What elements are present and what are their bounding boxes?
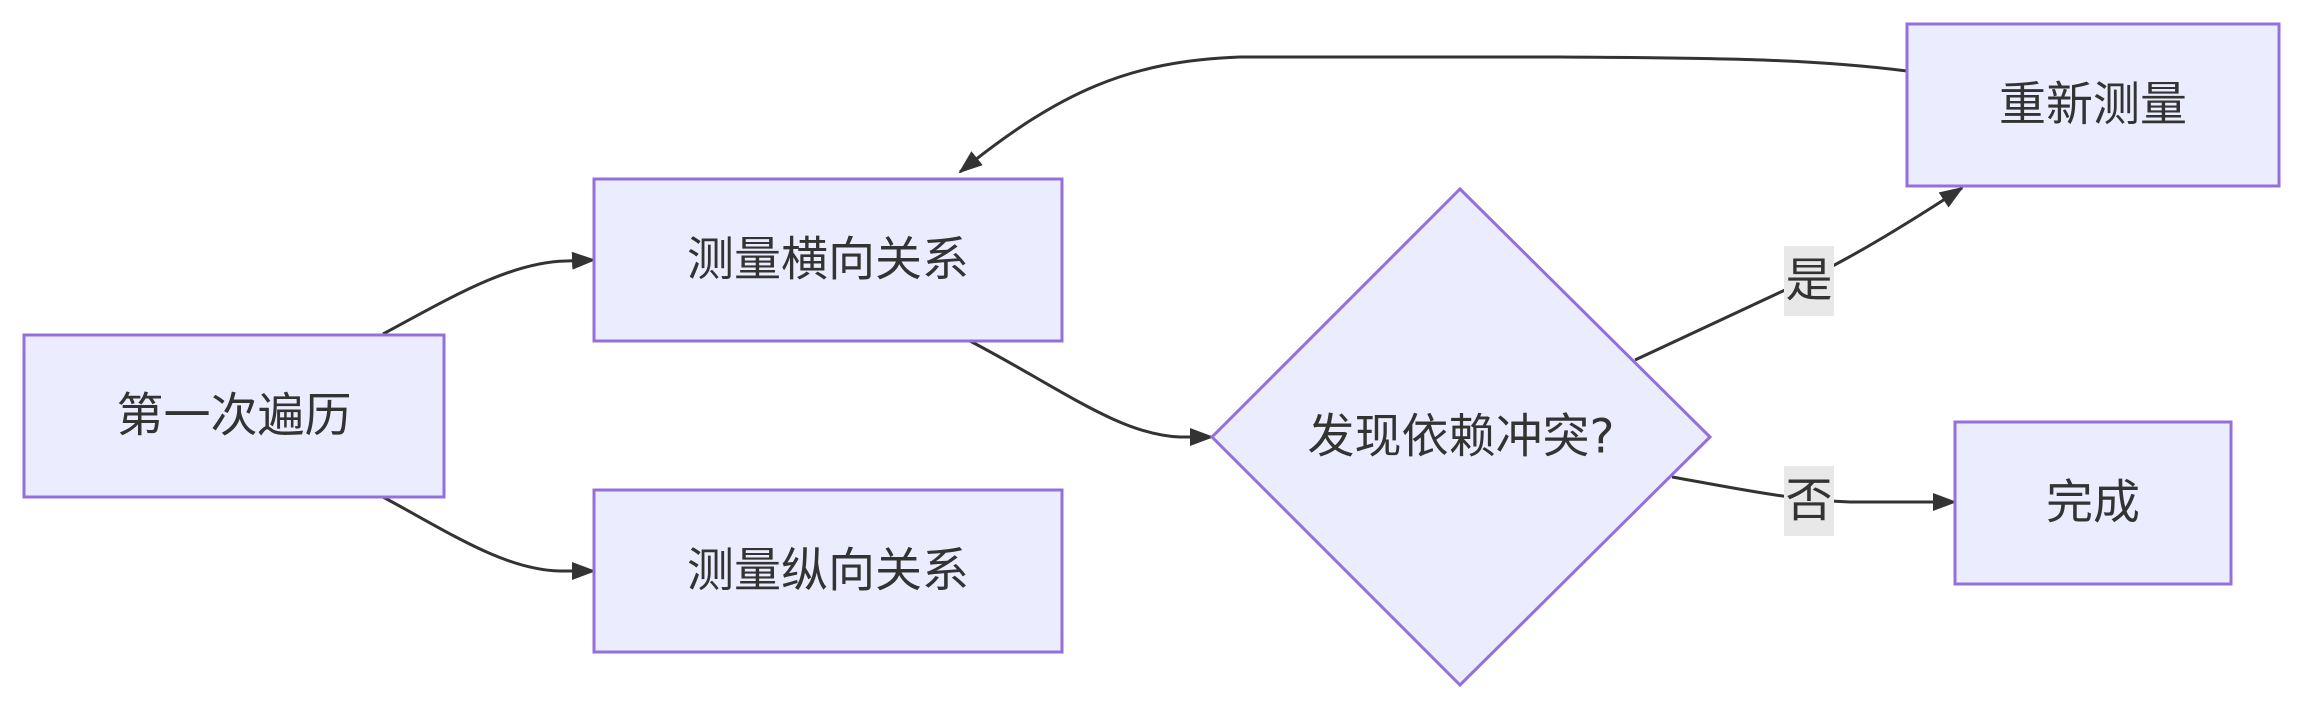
edge-label-yes: 是 [1784, 246, 1834, 316]
node-conflict-check[interactable]: 发现依赖冲突? [1209, 186, 1713, 688]
edge-conflict-to-done [1671, 475, 1957, 511]
edge-label-no-text: 否 [1786, 474, 1833, 529]
node-remeasure[interactable]: 重新测量 [1905, 22, 2281, 188]
node-conflict-check-label: 发现依赖冲突? [1308, 410, 1615, 465]
edges [382, 54, 1964, 580]
edge-horizontal-to-conflict [969, 339, 1214, 446]
edge-remeasure-loop [958, 54, 1908, 174]
node-measure-horizontal-label: 测量横向关系 [687, 233, 969, 288]
node-measure-vertical-label: 测量纵向关系 [687, 544, 969, 599]
node-measure-vertical[interactable]: 测量纵向关系 [592, 488, 1064, 654]
node-done-label: 完成 [2046, 476, 2140, 531]
node-measure-horizontal[interactable]: 测量横向关系 [592, 177, 1064, 343]
edge-label-no: 否 [1784, 466, 1834, 536]
node-remeasure-label: 重新测量 [1999, 78, 2187, 133]
node-first-pass-label: 第一次遍历 [117, 389, 352, 444]
edge-first-pass-to-vertical [382, 495, 596, 580]
node-done[interactable]: 完成 [1953, 420, 2233, 586]
node-first-pass[interactable]: 第一次遍历 [22, 333, 446, 499]
edge-first-pass-to-horizontal [382, 251, 596, 336]
edge-label-yes-text: 是 [1786, 254, 1833, 309]
